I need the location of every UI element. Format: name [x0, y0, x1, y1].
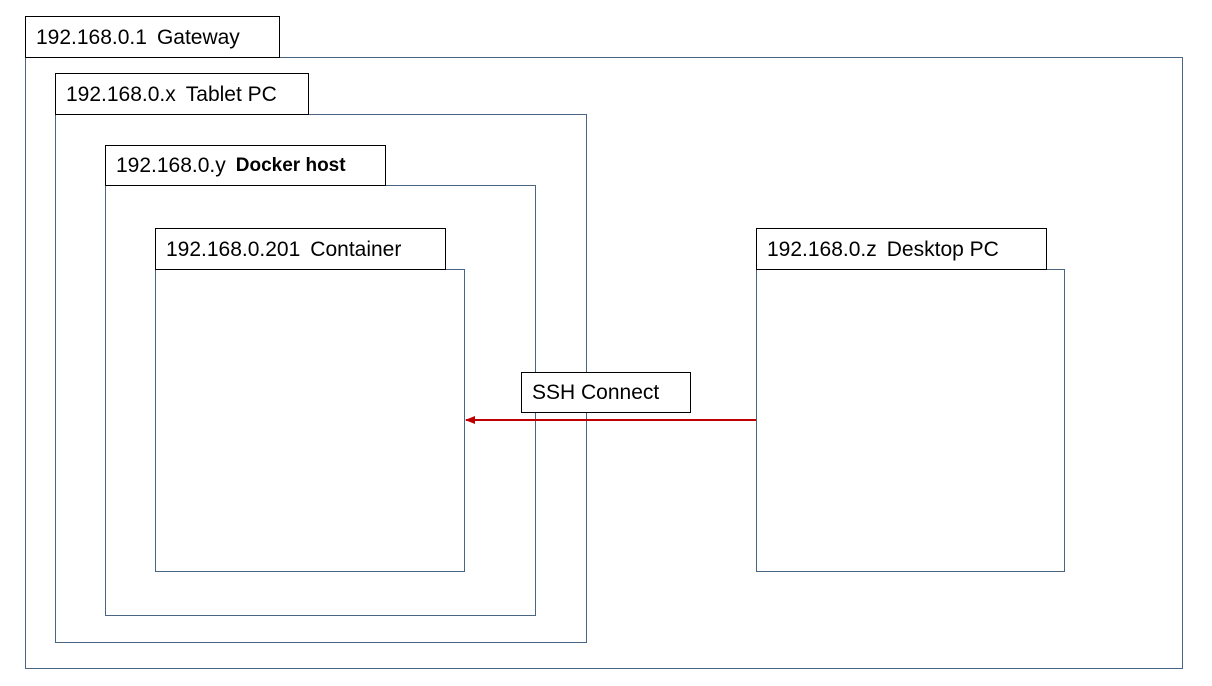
- container-label: 192.168.0.201 Container: [155, 228, 446, 270]
- docker-host-name: Docker host: [235, 155, 346, 176]
- gateway-ip: 192.168.0.1: [36, 25, 147, 49]
- desktop-pc-name: Desktop PC: [886, 237, 999, 261]
- desktop-pc-zone: [756, 269, 1065, 572]
- desktop-pc-label: 192.168.0.z Desktop PC: [756, 228, 1047, 270]
- tablet-pc-name: Tablet PC: [185, 82, 277, 106]
- container-name: Container: [310, 237, 402, 261]
- tablet-pc-ip: 192.168.0.x: [66, 82, 176, 106]
- gateway-label: 192.168.0.1 Gateway: [25, 16, 280, 58]
- gateway-zone: [25, 57, 1183, 669]
- tablet-pc-label: 192.168.0.x Tablet PC: [55, 73, 309, 115]
- docker-host-label: 192.168.0.y Docker host: [105, 145, 386, 186]
- ssh-connect-label: SSH Connect: [521, 372, 691, 413]
- desktop-pc-ip: 192.168.0.z: [767, 237, 877, 261]
- docker-host-ip: 192.168.0.y: [116, 154, 226, 177]
- container-zone: [155, 269, 465, 572]
- container-ip: 192.168.0.201: [166, 237, 301, 261]
- ssh-connect-text: SSH Connect: [532, 381, 660, 404]
- gateway-name: Gateway: [156, 25, 240, 49]
